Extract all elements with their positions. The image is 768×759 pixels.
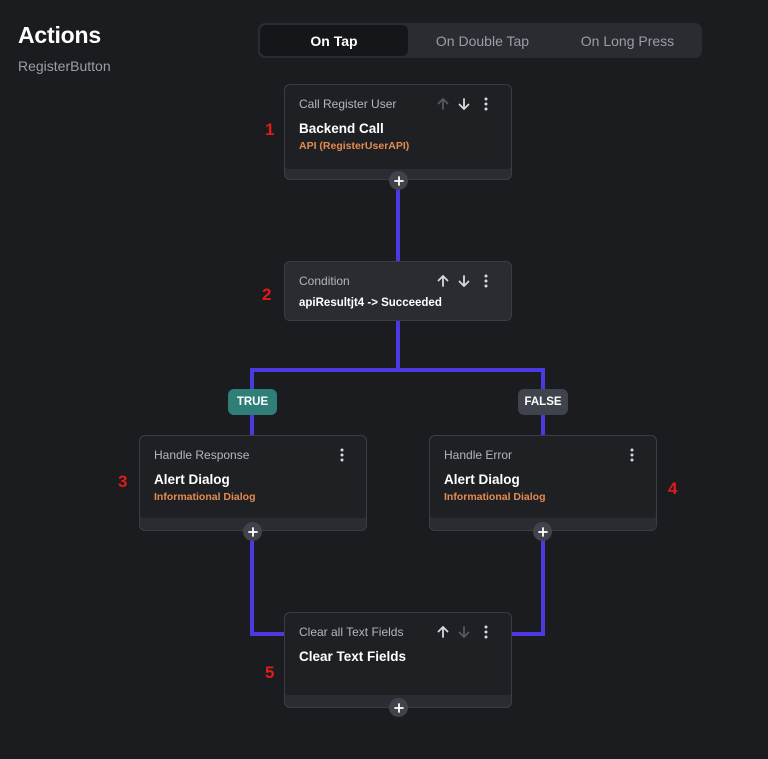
action-node-clear-text-fields[interactable]: Clear all Text Fields Clear Text Fields — [284, 612, 512, 708]
step-number: 3 — [118, 472, 128, 491]
tab-on-long-press[interactable]: On Long Press — [580, 32, 675, 49]
arrow-down-icon[interactable] — [456, 96, 472, 112]
node-caption: Handle Error — [444, 448, 513, 462]
plus-icon — [393, 702, 404, 713]
widget-name: RegisterButton — [18, 58, 111, 74]
connector-3-5-horizontal — [250, 632, 286, 636]
false-branch-label: FALSE — [518, 389, 568, 415]
true-branch-label: TRUE — [228, 389, 277, 415]
more-vertical-icon[interactable] — [478, 273, 494, 289]
more-vertical-icon[interactable] — [334, 447, 350, 463]
action-node-backend-call[interactable]: Call Register User Backend Call API (Reg… — [284, 84, 512, 180]
more-vertical-icon[interactable] — [478, 96, 494, 112]
step-number: 1 — [265, 120, 275, 139]
connector-4-5-vertical — [541, 540, 545, 636]
more-vertical-icon[interactable] — [624, 447, 640, 463]
add-action-button[interactable] — [243, 522, 262, 541]
tab-on-tap[interactable]: On Tap — [260, 25, 408, 56]
more-vertical-icon[interactable] — [478, 624, 494, 640]
tab-on-double-tap[interactable]: On Double Tap — [435, 32, 530, 49]
connector-1-2 — [396, 189, 400, 262]
step-number: 4 — [668, 479, 678, 498]
trigger-tabs: On Tap On Double Tap On Long Press — [258, 23, 702, 58]
node-caption: Clear all Text Fields — [299, 625, 404, 639]
node-title: apiResultjt4 -> Succeeded — [299, 297, 442, 309]
node-caption: Call Register User — [299, 97, 397, 111]
connector-3-5-vertical — [250, 540, 254, 636]
node-title: Alert Dialog — [444, 472, 520, 487]
arrow-down-icon[interactable] — [456, 273, 472, 289]
node-caption: Condition — [299, 274, 350, 288]
connector-2-split — [396, 320, 400, 372]
add-action-button[interactable] — [533, 522, 552, 541]
add-action-button[interactable] — [389, 171, 408, 190]
step-number: 5 — [265, 663, 275, 682]
action-node-alert-dialog-success[interactable]: Handle Response Alert Dialog Information… — [139, 435, 367, 531]
plus-icon — [393, 175, 404, 186]
arrow-up-icon[interactable] — [435, 624, 451, 640]
plus-icon — [537, 526, 548, 537]
node-title: Clear Text Fields — [299, 649, 407, 664]
node-subtitle: API (RegisterUserAPI) — [299, 140, 410, 152]
add-action-button[interactable] — [389, 698, 408, 717]
plus-icon — [247, 526, 258, 537]
page-title: Actions — [18, 22, 101, 48]
step-number: 2 — [262, 285, 272, 304]
arrow-up-icon[interactable] — [435, 96, 451, 112]
connector-branch-horizontal — [250, 368, 545, 372]
node-subtitle: Informational Dialog — [154, 491, 256, 503]
arrow-up-icon[interactable] — [435, 273, 451, 289]
connector-4-5-horizontal — [510, 632, 545, 636]
action-node-condition[interactable]: Condition apiResultjt4 -> Succeeded — [284, 261, 512, 321]
node-title: Backend Call — [299, 121, 384, 136]
arrow-down-icon[interactable] — [456, 624, 472, 640]
action-node-alert-dialog-error[interactable]: Handle Error Alert Dialog Informational … — [429, 435, 657, 531]
node-caption: Handle Response — [154, 448, 250, 462]
node-subtitle: Informational Dialog — [444, 491, 546, 503]
node-title: Alert Dialog — [154, 472, 230, 487]
